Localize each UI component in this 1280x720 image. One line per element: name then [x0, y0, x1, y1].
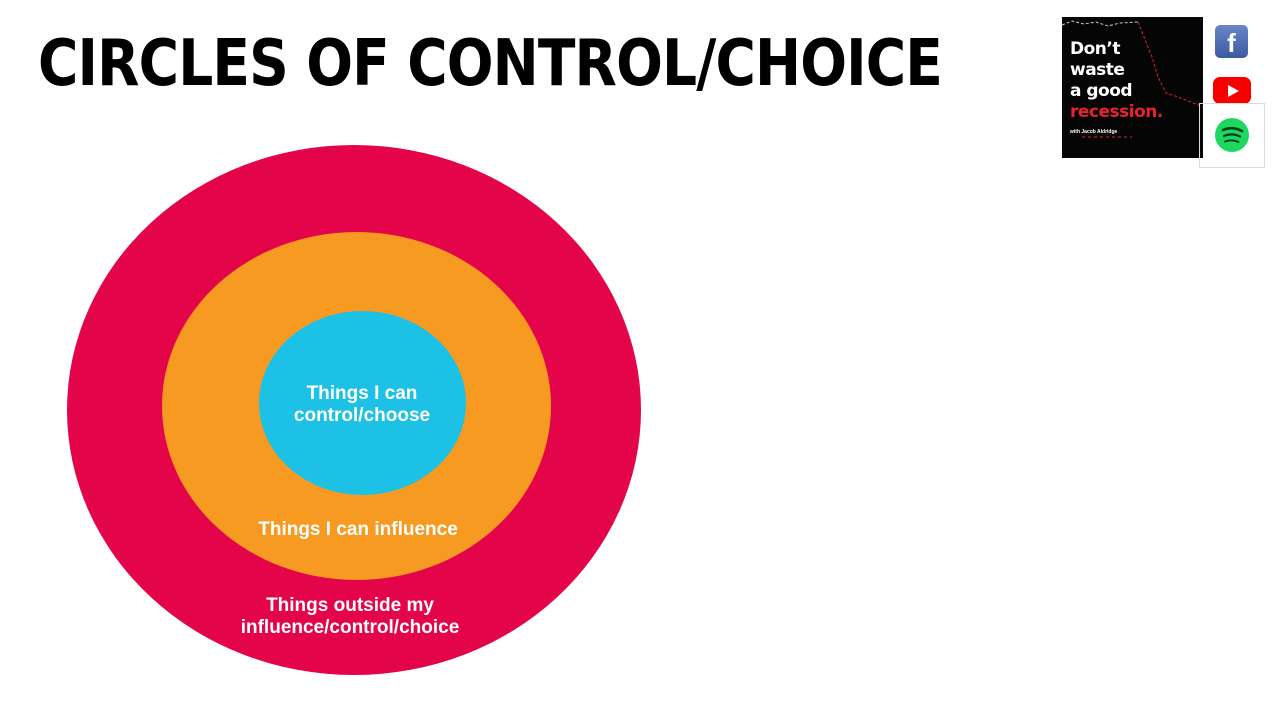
- inner-label-line2: control/choose: [293, 405, 431, 426]
- inner-label-line1: Things I can: [306, 383, 418, 404]
- outer-label-line2: influence/control/choice: [240, 617, 460, 638]
- podcast-title-line4: recession.: [1070, 102, 1163, 122]
- spotify-icon[interactable]: [1215, 118, 1249, 152]
- spotify-link-frame: [1199, 103, 1265, 168]
- podcast-cover-image[interactable]: Don’t waste a good recession. with Jacob…: [1062, 17, 1203, 158]
- play-icon: [1228, 85, 1239, 97]
- spotify-waves-icon: [1221, 126, 1244, 143]
- inner-circle-label: Things I can control/choose: [262, 383, 462, 427]
- youtube-icon[interactable]: [1213, 77, 1251, 104]
- podcast-byline: with Jacob Aldridge: [1070, 129, 1118, 135]
- podcast-title-line3: a good: [1070, 81, 1133, 101]
- facebook-icon[interactable]: f: [1215, 25, 1248, 58]
- podcast-title-line2: waste: [1070, 60, 1125, 80]
- slide-title: CIRCLES OF CONTROL/CHOICE: [38, 27, 943, 101]
- inner-circle: [259, 311, 466, 495]
- outer-circle-label: Things outside my influence/control/choi…: [200, 595, 500, 639]
- podcast-title-line1: Don’t: [1070, 39, 1120, 59]
- dashed-line-decoration: [1062, 20, 1203, 138]
- middle-circle-label: Things I can influence: [258, 519, 458, 540]
- outer-label-line1: Things outside my: [266, 595, 434, 616]
